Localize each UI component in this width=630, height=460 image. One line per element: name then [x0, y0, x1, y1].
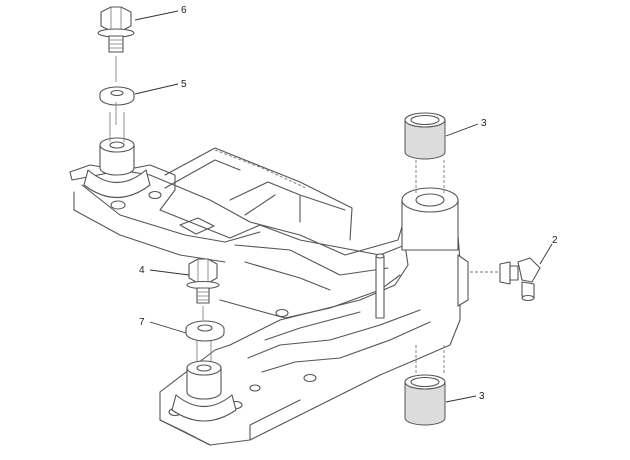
leader-line-3b [445, 395, 477, 403]
bushing-part-3-lower [404, 374, 446, 426]
lower-pivot-boss [171, 338, 237, 422]
right-pivot-tube [401, 160, 469, 375]
leader-line-3a [445, 123, 479, 137]
bushing-part-3-upper [404, 112, 446, 160]
upper-pivot-boss [83, 112, 151, 198]
callout-3-lower: 3 [479, 391, 485, 402]
washer-part-7 [185, 320, 225, 342]
washer-part-5 [99, 86, 135, 125]
flange-bolt-part-4 [186, 258, 220, 320]
leader-line-7 [149, 321, 187, 334]
leader-line-5 [134, 83, 179, 95]
callout-2: 2 [552, 235, 558, 246]
callout-7: 7 [139, 317, 145, 328]
leader-line-6 [134, 10, 179, 21]
callout-5: 5 [181, 79, 187, 90]
caster-fork-frame [69, 147, 461, 446]
leader-line-2 [539, 243, 553, 265]
callout-4: 4 [139, 265, 145, 276]
flange-bolt-part-6 [97, 6, 135, 82]
callout-6: 6 [181, 5, 187, 16]
callout-3-upper: 3 [481, 118, 487, 129]
leader-line-4 [149, 269, 190, 276]
grease-fitting-part-2 [470, 257, 541, 302]
